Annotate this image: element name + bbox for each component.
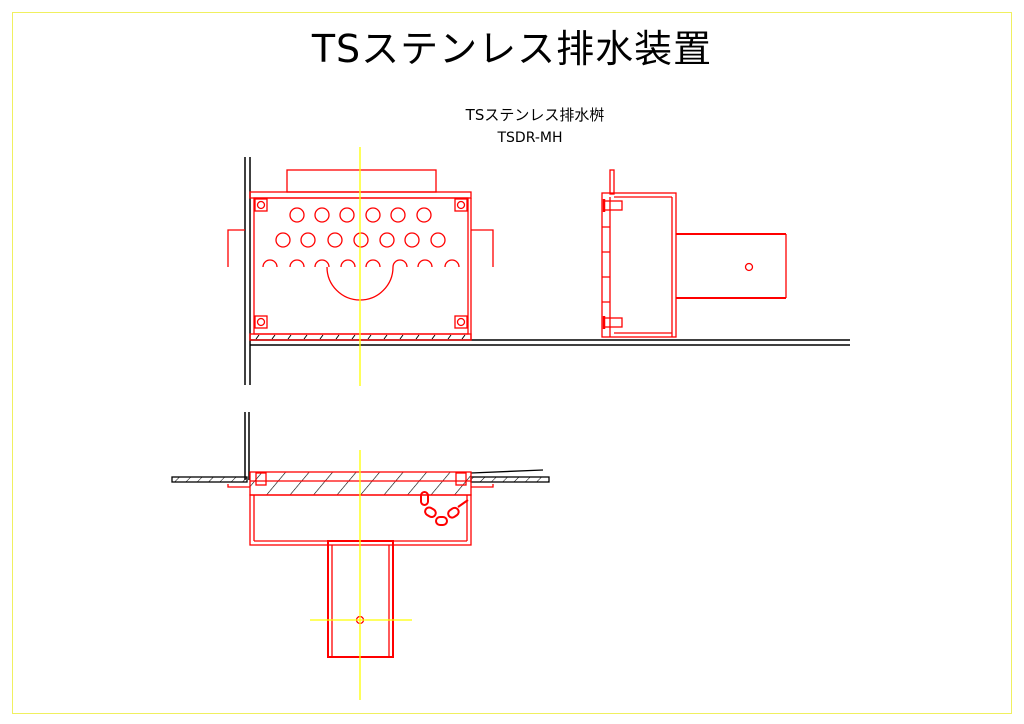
- drawing-frame: [12, 12, 1012, 714]
- drawing-name: TSステンレス排水桝: [465, 106, 605, 124]
- side-view: [601, 169, 787, 338]
- section-view: [171, 412, 550, 700]
- chain: [420, 491, 469, 526]
- front-view: [227, 147, 850, 386]
- page-title: TSステンレス排水装置: [311, 27, 713, 71]
- drawing-model: TSDR-MH: [497, 130, 563, 146]
